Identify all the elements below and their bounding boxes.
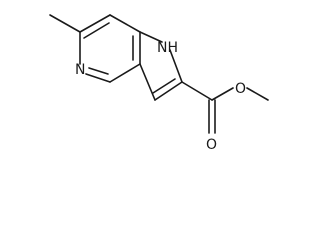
bond-n1-c2: [169, 49, 183, 83]
bond-o-methyl: [246, 87, 269, 101]
bond-c3a-n4-double: [88, 67, 109, 75]
bond-carbonyl-o-single: [211, 87, 234, 101]
ester-oxygen-label: O: [235, 81, 246, 97]
bond-c7a-n1: [139, 31, 163, 43]
ester-group: [181, 81, 269, 134]
bond-c3a-n4: [85, 73, 111, 83]
nh-label: NH: [157, 40, 178, 56]
bond-c2-c3: [154, 81, 183, 101]
carbonyl-oxygen-label: O: [206, 137, 217, 153]
molecule-diagram: N NH O O: [49, 14, 269, 153]
pyrrole-ring: [139, 31, 183, 101]
bond-c7a-c3a: [109, 63, 141, 83]
pyridine-ring: [79, 14, 141, 83]
bond-c3-c3a: [139, 63, 156, 101]
atom-labels: N NH O O: [75, 40, 246, 153]
bond-c2-carbonyl: [181, 81, 213, 101]
bond-c5a-c6: [79, 14, 111, 33]
bond-c2-c3-double: [152, 78, 176, 94]
bond-c6-c7: [109, 14, 141, 33]
pyridine-nitrogen-label: N: [75, 62, 85, 78]
bond-c5-methyl: [49, 14, 81, 33]
bond-c5a-c6-double: [83, 22, 110, 39]
